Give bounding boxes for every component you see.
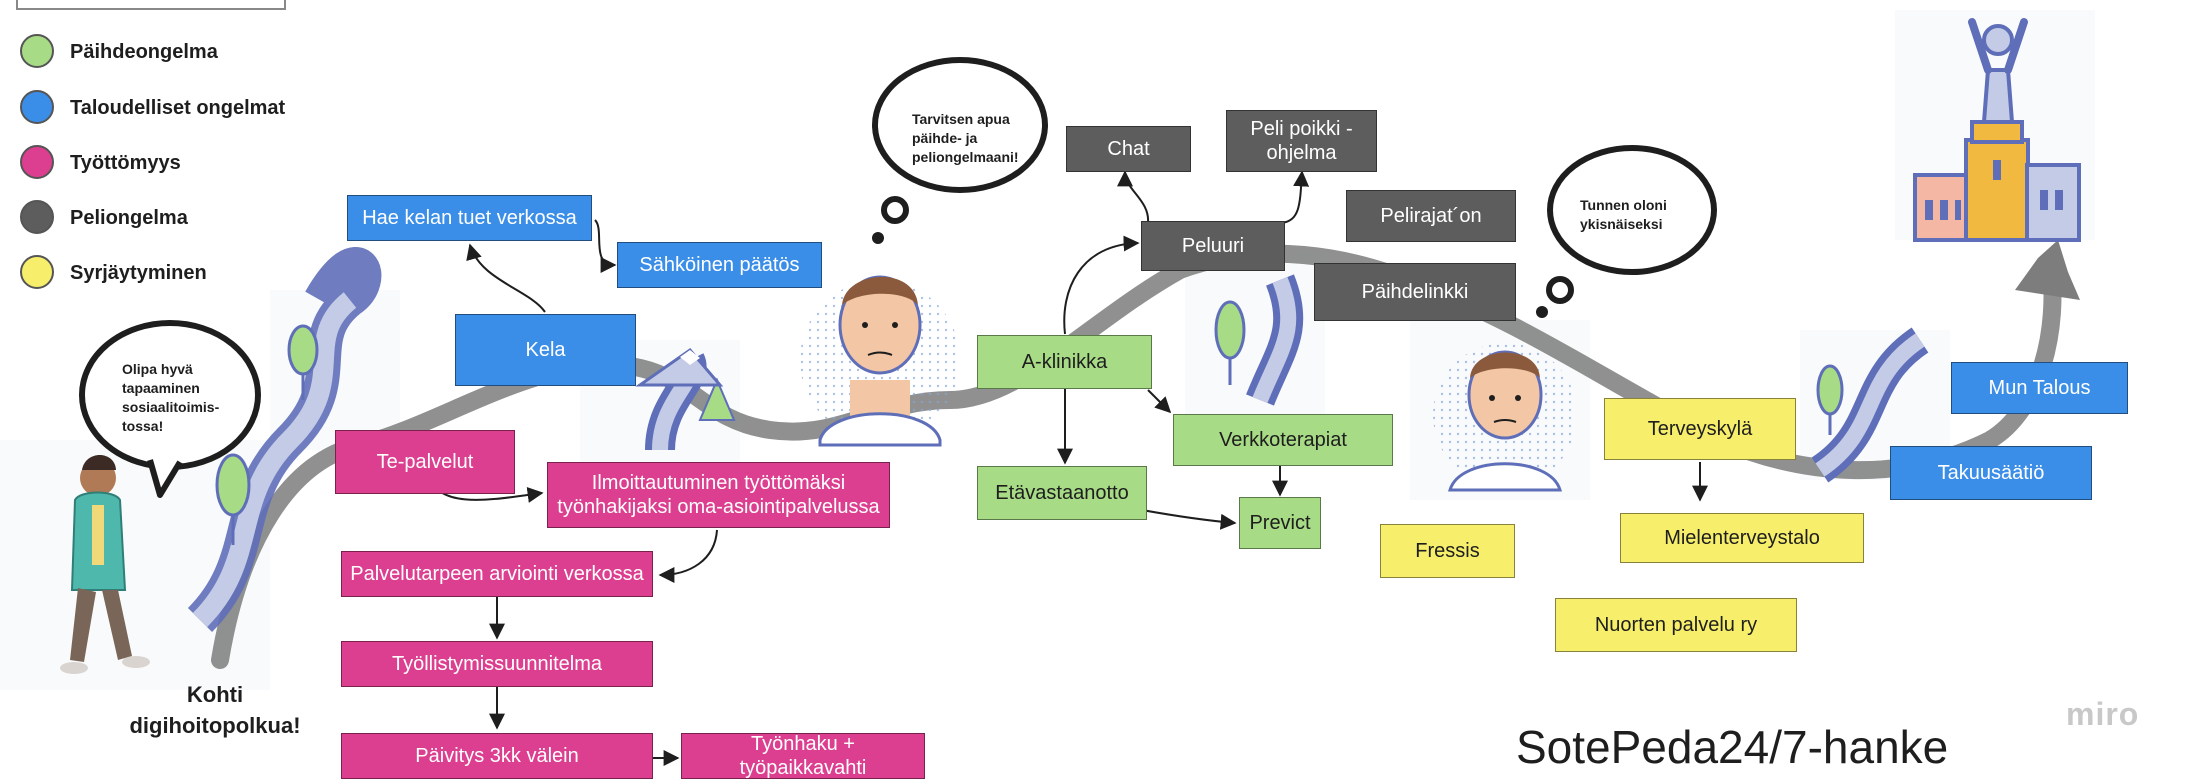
node-label-line-1: Peli poikki - <box>1250 118 1353 140</box>
project-name: SotePeda24/7-hanke <box>1516 721 1949 773</box>
legend-swatch <box>20 200 54 234</box>
node-label: Palvelutarpeen arviointi verkossa <box>350 563 644 585</box>
node-hae-kelan-tuet[interactable]: Hae kelan tuet verkossa <box>347 195 592 241</box>
node-paihdelinkki[interactable]: Päihdelinkki <box>1314 263 1516 321</box>
legend-item-peliongelma: Peliongelma <box>20 200 320 240</box>
caption-line-2: digihoitopolkua! <box>129 712 301 738</box>
node-label-line-2: työnhakijaksi oma-asiointipalvelussa <box>557 496 880 518</box>
node-palvelutarpeen-arviointi[interactable]: Palvelutarpeen arviointi verkossa <box>341 551 653 597</box>
node-label: Pelirajat´on <box>1380 205 1482 227</box>
node-te-palvelut[interactable]: Te-palvelut <box>335 430 515 494</box>
legend-frame <box>16 0 286 10</box>
podium-trophy-icon <box>1913 18 2081 242</box>
mountain-icon <box>635 347 724 387</box>
legend-label: Päihdeongelma <box>70 41 218 63</box>
caption-line-1: Kohti <box>186 682 244 707</box>
node-previct[interactable]: Previct <box>1239 497 1321 549</box>
legend-item-paihdeongelma: Päihdeongelma <box>20 34 320 74</box>
legend-swatch <box>20 255 54 289</box>
legend-label: Peliongelma <box>70 207 188 229</box>
man-face-icon <box>1433 343 1577 492</box>
node-label: Previct <box>1249 512 1311 534</box>
node-nuorten-palvelu[interactable]: Nuorten palvelu ry <box>1555 598 1797 652</box>
node-label: Hae kelan tuet verkossa <box>362 207 577 229</box>
node-takuusaatio[interactable]: Takuusäätiö <box>1890 446 2092 500</box>
thought-text-lonely: Tunnen oloni ykisnäiseksi <box>1580 197 1667 232</box>
man-face-icon <box>800 275 960 447</box>
legend-label: Syrjäytyminen <box>70 262 207 284</box>
node-label: Mielenterveystalo <box>1664 527 1820 549</box>
node-label-line-2: ohjelma <box>1266 142 1337 164</box>
node-label: Peluuri <box>1181 235 1245 257</box>
node-sahkoinen-paatos[interactable]: Sähköinen päätös <box>617 242 822 288</box>
legend-label: Taloudelliset ongelmat <box>70 97 286 119</box>
node-label: Päivitys 3kk välein <box>415 745 579 767</box>
legend-swatch <box>20 90 54 124</box>
node-label: Mun Talous <box>1988 377 2091 399</box>
node-label: Verkkoterapiat <box>1219 429 1347 451</box>
journey-caption: Kohti digihoitopolkua! <box>115 680 315 742</box>
node-label: Te-palvelut <box>376 451 474 473</box>
node-mielenterveystalo[interactable]: Mielenterveystalo <box>1620 513 1864 563</box>
node-label-line-1: Ilmoittautuminen työttömäksi <box>591 472 846 494</box>
walking-person-illustration <box>60 455 150 674</box>
miro-logo: miro <box>2066 696 2140 732</box>
node-label: Sähköinen päätös <box>639 254 800 276</box>
goal-arrow-head <box>2015 240 2080 300</box>
node-label: Takuusäätiö <box>1937 462 2045 484</box>
legend-swatch <box>20 145 54 179</box>
node-label: Chat <box>1107 138 1150 160</box>
node-label: Työnhaku + työpaikkavahti <box>739 733 867 779</box>
thought-text-start: Olipa hyvä tapaaminen sosiaalitoimis-tos… <box>122 361 220 434</box>
node-kela[interactable]: Kela <box>455 314 636 386</box>
legend-item-tyottomyys: Työttömyys <box>20 145 320 185</box>
node-label: Päihdelinkki <box>1361 281 1469 303</box>
node-label: Nuorten palvelu ry <box>1594 614 1758 636</box>
node-peluuri[interactable]: Peluuri <box>1141 221 1285 271</box>
connector-arrows <box>426 170 1708 766</box>
node-mun-talous[interactable]: Mun Talous <box>1951 362 2128 414</box>
node-label: Kela <box>525 339 566 361</box>
node-label: Työllistymissuunnitelma <box>391 653 603 675</box>
legend-swatch <box>20 34 54 68</box>
node-chat[interactable]: Chat <box>1066 126 1191 172</box>
legend-label: Työttömyys <box>70 152 181 174</box>
node-label: A-klinikka <box>1021 351 1108 373</box>
node-fressis[interactable]: Fressis <box>1380 524 1515 578</box>
node-peli-poikki[interactable]: Peli poikki - ohjelma <box>1226 110 1377 172</box>
node-terveyskyla[interactable]: Terveyskylä <box>1604 398 1796 460</box>
legend-item-taloudelliset: Taloudelliset ongelmat <box>20 90 320 130</box>
node-a-klinikka[interactable]: A-klinikka <box>977 335 1152 389</box>
node-tyonhaku[interactable]: Työnhaku + työpaikkavahti <box>681 733 925 779</box>
thought-text-help: Tarvitsen apua päihde- ja peliongelmaani… <box>912 111 1019 165</box>
node-verkkoterapiat[interactable]: Verkkoterapiat <box>1173 414 1393 466</box>
node-etavastaanotto[interactable]: Etävastaanotto <box>977 466 1147 520</box>
thought-bubble-icon <box>79 57 1717 498</box>
legend-item-syrjaytyminen: Syrjäytyminen <box>20 255 320 295</box>
node-label: Fressis <box>1415 540 1480 562</box>
node-pelirajaton[interactable]: Pelirajat´on <box>1346 190 1516 242</box>
node-label: Etävastaanotto <box>995 482 1129 504</box>
node-tyollistymissuunnitelma[interactable]: Työllistymissuunnitelma <box>341 641 653 687</box>
node-ilmoittautuminen[interactable]: Ilmoittautuminen työttömäksi työnhakijak… <box>547 462 890 528</box>
node-label: Terveyskylä <box>1647 418 1753 440</box>
node-paivitys[interactable]: Päivitys 3kk välein <box>341 733 653 779</box>
tree-icon <box>215 300 1844 545</box>
